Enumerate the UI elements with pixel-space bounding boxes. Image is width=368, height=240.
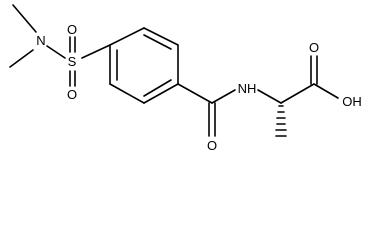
bond-methyl-bottom [9,49,34,68]
atom-sulfur: S [68,54,77,69]
bond-n-s [46,45,66,59]
bonds [9,4,339,137]
bond-n-alpha [257,89,282,104]
stereo-bond-methyl [275,105,287,137]
bond-s-ring [81,44,111,59]
ring-bond-5-6 [109,83,145,104]
atom-amide-o: O [207,138,217,153]
bond-carbonyl-n [211,89,236,104]
atom-amide-nh: NH [238,81,257,96]
bond-alpha-carboxyl [280,83,315,104]
bond-methyl-top [12,4,37,33]
ring-double-inner-bottom [143,79,172,97]
atom-sulfonyl-o-top: O [67,22,77,37]
bond-acid-oh [313,83,339,99]
bond-ring-carbonyl [177,83,213,104]
ring-double-inner-top [143,34,172,50]
atom-n-dimethyl: N [36,33,45,48]
atom-labels: N S O O NH O O OH [36,22,361,153]
atom-sulfonyl-o-bottom: O [67,87,77,102]
ring-bond-1-2 [109,27,145,46]
atom-acid-oh: OH [342,94,362,109]
ring-bond-4-5 [143,83,179,104]
chemical-structure: N S O O NH O O OH [9,4,362,153]
atom-acid-o: O [309,40,319,55]
ring-bond-2-3 [143,27,179,46]
